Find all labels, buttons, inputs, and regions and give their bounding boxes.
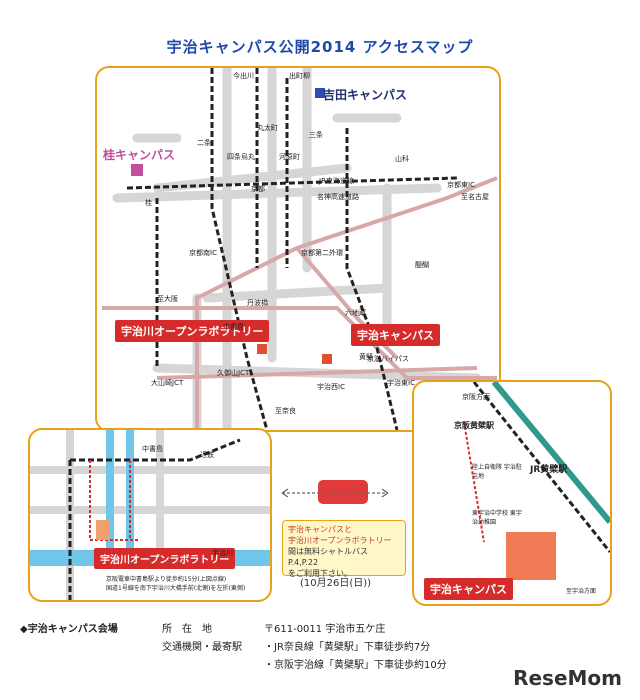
shuttle-note-line2: 宇治川オープンラボラトリー	[288, 536, 392, 545]
ujigawa-lab-detail-label: 宇治川オープンラボラトリー	[94, 548, 236, 569]
right-label-to-uji: 至宇治方面	[566, 588, 597, 595]
ujigawa-detail-map: 宇治川オープンラボラトリー 中書島 近鉄 宇治川 京阪電車中書島駅より徒歩約15…	[28, 428, 272, 602]
label-marutamachi: 丸太町	[257, 124, 278, 132]
page-title: 宇治キャンパス公開2014 アクセスマップ	[166, 38, 474, 56]
label-sanjo: 三条	[309, 131, 323, 139]
label-shijo-karasuma: 四条烏丸	[227, 153, 255, 161]
label-to-osaka: 至大阪	[157, 295, 178, 303]
label-daigo: 醍醐	[415, 261, 429, 269]
uji-campus-label: 宇治キャンパス	[351, 324, 440, 346]
label-rokujizo: 六地蔵	[345, 309, 366, 317]
katsura-campus-marker	[131, 164, 143, 176]
label-meishin: 名神高速道路	[317, 193, 359, 201]
venue-access-label: 交通機関・最寄駅	[162, 642, 242, 653]
main-area-map: 吉田キャンパス 桂キャンパス 宇治川オープンラボラトリー 宇治キャンパス 今出川…	[95, 66, 501, 432]
label-kyoto-daini-soto: 京都第二外環	[301, 249, 343, 257]
shuttle-note-line3: 間は無料シャトルバス P.4,P.22	[288, 547, 368, 567]
label-kyoto-minami-ic: 京都南IC	[189, 249, 217, 257]
label-demachiyanagi: 出町柳	[289, 72, 310, 80]
katsura-campus-label: 桂キャンパス	[103, 148, 176, 162]
label-to-nagoya: 至名古屋	[461, 193, 489, 201]
right-label-jieitai: 陸上自衛隊 宇治駐屯地	[472, 464, 522, 480]
left-map-drawing	[30, 430, 270, 600]
resemom-logo: ReseMom	[513, 666, 622, 690]
shuttle-note-line4: をご利用下さい。	[288, 569, 352, 578]
venue-address-label: 所 在 地	[162, 624, 212, 635]
uji-campus-detail-label: 宇治キャンパス	[424, 578, 513, 600]
left-note-2: 国道1号線を南下宇治川大橋手前(北側)を左折(東側)	[106, 585, 246, 592]
label-uji-nishi-ic: 宇治西IC	[317, 383, 345, 391]
venue-access-jr: ・JR奈良線「黄檗駅」下車徒歩約7分	[264, 642, 431, 653]
shuttle-arrow-icon	[281, 488, 389, 498]
left-label-kintetsu: 近鉄	[200, 451, 214, 459]
left-note-1: 京阪電車中書島駅より徒歩約15分(上図点線)	[106, 576, 227, 583]
label-jr-tokaido: JR東海道線	[319, 177, 354, 185]
uji-campus-detail-map: 京阪方面 京阪黄檗駅 JR黄檗駅 陸上自衛隊 宇治駐屯地 東宇治中学校 東宇治幼…	[412, 380, 612, 606]
label-kyoto-higashi-ic: 京都東IC	[447, 181, 475, 189]
label-tanbabashi: 丹波橋	[247, 299, 268, 307]
left-label-chushojima: 中書島	[142, 445, 163, 453]
label-kyoto: 京都	[251, 185, 265, 193]
label-yamashina: 山科	[395, 155, 409, 163]
shuttle-date: (10月26日(日))	[300, 578, 372, 589]
shuttle-note-line1: 宇治キャンパスと	[288, 525, 352, 534]
right-label-keihan-line: 京阪方面	[462, 393, 490, 401]
venue-address: 〒611-0011 宇治市五ケ庄	[264, 624, 386, 635]
right-map-drawing	[463, 382, 610, 580]
uji-campus-area	[506, 532, 556, 580]
shuttle-note: 宇治キャンパスと 宇治川オープンラボラトリー 間は無料シャトルバス P.4,P.…	[282, 520, 406, 578]
label-uji-bypass: 京滋バイパス	[367, 355, 409, 363]
label-kawaramachi: 河原町	[279, 153, 300, 161]
label-katsura: 桂	[145, 199, 152, 207]
main-map-drawing	[102, 68, 498, 430]
shuttle-bus-icon	[318, 480, 368, 504]
venue-heading: ◆宇治キャンパス会場	[20, 624, 118, 635]
right-label-jr-obaku: JR黄檗駅	[530, 465, 568, 475]
label-nijo: 二条	[197, 139, 211, 147]
right-label-school: 東宇治中学校 東宇治幼稚園	[472, 510, 522, 526]
label-chushojima: 中書島	[223, 323, 244, 331]
ujigawa-lab-marker	[257, 344, 267, 354]
uji-campus-marker	[322, 354, 332, 364]
right-label-keihan-obaku: 京阪黄檗駅	[454, 421, 494, 430]
label-to-nara: 至奈良	[275, 407, 296, 415]
ujigawa-lab-label: 宇治川オープンラボラトリー	[115, 320, 270, 342]
label-imadegawa: 今出川	[233, 72, 254, 80]
yoshida-campus-marker	[315, 88, 325, 98]
left-label-ujigawa: 宇治川	[212, 549, 233, 557]
yoshida-campus-label: 吉田キャンパス	[323, 88, 408, 102]
label-oyamazaki-jct: 大山崎JCT	[151, 379, 184, 387]
venue-access-keihan: ・京阪宇治線「黄檗駅」下車徒歩約10分	[264, 660, 447, 671]
label-uji-higashi-ic: 宇治東IC	[387, 379, 415, 387]
label-obaku: 黄檗	[359, 353, 373, 361]
label-kumiyama-jct: 久御山JCT	[217, 369, 250, 377]
